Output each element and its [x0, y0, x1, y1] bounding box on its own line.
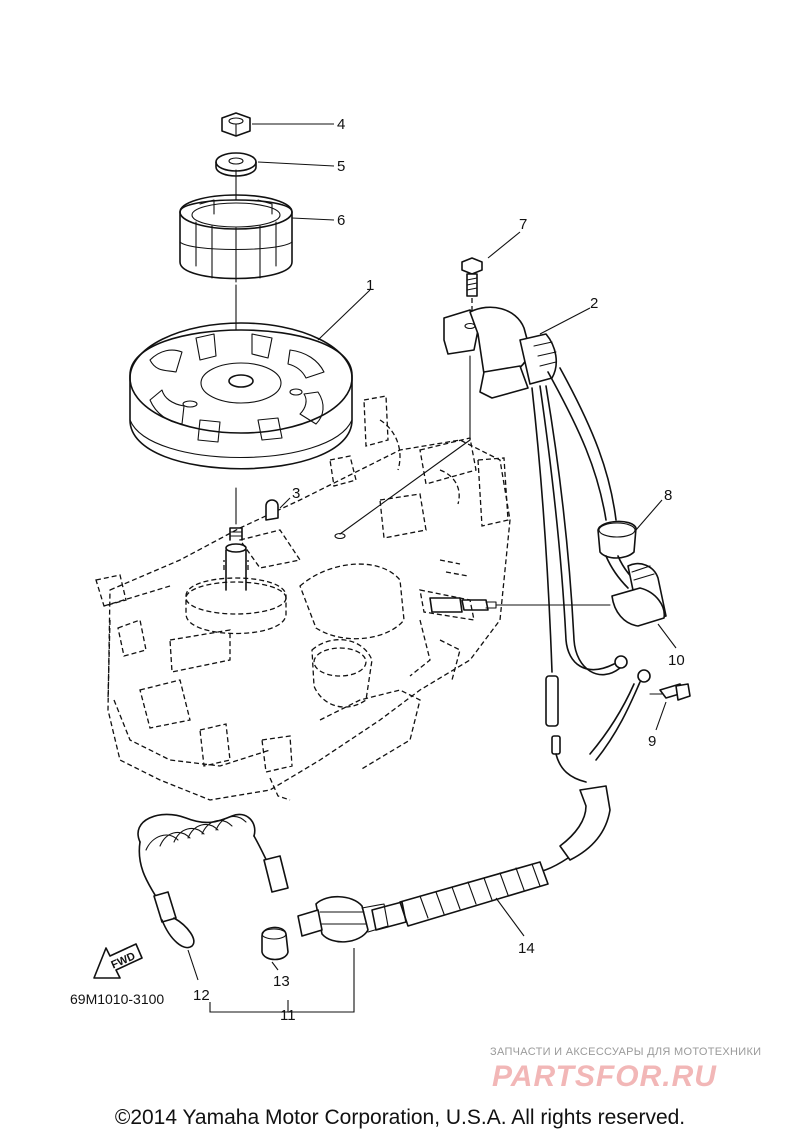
callout-14: 14 [518, 940, 535, 957]
part-ground-screw [649, 683, 691, 701]
part-crankshaft-end [225, 527, 247, 591]
callout-4: 4 [337, 116, 345, 133]
part-stop-switch-lead [371, 785, 611, 931]
callout-numbers: 4 5 6 1 7 2 3 8 10 9 14 13 12 11 [193, 116, 685, 1024]
watermark-logo: PARTSFOR.RU [492, 1060, 717, 1093]
callout-leaders [187, 123, 677, 1013]
part-flywheel [129, 322, 353, 470]
diagram-reference-code: 69M1010-3100 [70, 991, 164, 1007]
engine-block-phantom [95, 395, 511, 801]
part-lanyard [137, 813, 289, 949]
callout-2: 2 [590, 295, 598, 312]
callout-10: 10 [668, 652, 685, 669]
callout-5: 5 [337, 158, 345, 175]
callout-6: 6 [337, 212, 345, 229]
part-nut [221, 112, 251, 137]
part-starter-pulley [179, 194, 293, 283]
part-ignition-coil [443, 306, 558, 399]
part-connector-pin [545, 675, 587, 783]
part-spark-plug-cap [611, 562, 667, 627]
callout-13: 13 [273, 973, 290, 990]
callout-11: 11 [280, 1007, 296, 1024]
callout-3: 3 [292, 485, 300, 502]
watermark-tagline: ЗАПЧАСТИ И АКСЕССУАРЫ ДЛЯ МОТОТЕХНИКИ [490, 1046, 761, 1058]
copyright-notice: ©2014 Yamaha Motor Corporation, U.S.A. A… [115, 1106, 685, 1129]
part-spark-plug [429, 597, 611, 613]
callout-1: 1 [366, 277, 374, 294]
watermark: ЗАПЧАСТИ И АКСЕССУАРЫ ДЛЯ МОТОТЕХНИКИ PA… [490, 1046, 761, 1093]
part-stop-switch [297, 895, 389, 943]
callout-9: 9 [648, 733, 656, 750]
part-bolt-top [461, 257, 483, 297]
callout-8: 8 [664, 487, 672, 504]
fwd-arrow-icon: FWD [93, 943, 143, 979]
part-switch-cap [261, 926, 289, 961]
part-woodruff-key [265, 499, 279, 521]
callout-12: 12 [193, 987, 210, 1004]
callout-7: 7 [519, 216, 527, 233]
